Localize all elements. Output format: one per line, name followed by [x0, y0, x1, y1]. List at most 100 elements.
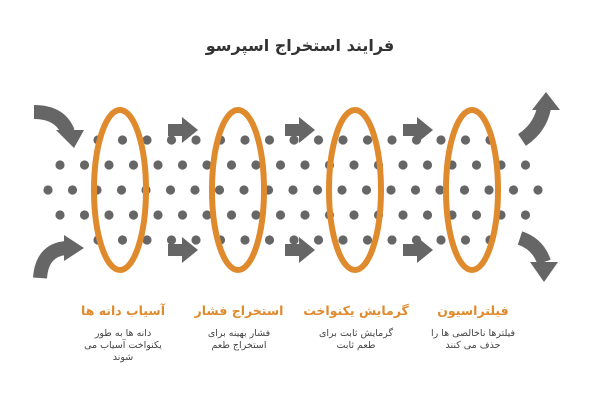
particle-dot-1-4: [153, 160, 163, 170]
particle-dot-2-0: [43, 185, 53, 195]
step-2-desc-line-1: فشار بهینه برای: [207, 328, 271, 339]
particle-dot-3-3: [128, 210, 139, 220]
particle-dot-3-0: [55, 210, 65, 220]
particle-dot-3-2: [104, 210, 114, 220]
step-1-desc-line-2: یکنواخت آسیاب می: [84, 340, 162, 351]
step-3-desc-line-1: گرمایش ثابت برای: [318, 328, 393, 339]
particle-dot-3-1: [79, 210, 90, 220]
particle-dot-2-8: [239, 185, 249, 195]
particle-dot-1-19: [520, 160, 531, 170]
curved-arrow-out-bottom-head: [530, 262, 558, 282]
particle-dot-3-5: [177, 210, 188, 220]
diagram-title: فرایند استخراج اسپرسو: [205, 36, 395, 55]
curved-arrow-in-top-head: [56, 130, 84, 148]
step-4-title: فیلتراسیون: [437, 303, 509, 318]
particle-dot-4-9: [313, 235, 324, 245]
curved-arrow-out-top-head: [532, 92, 560, 110]
particle-dot-4-15: [460, 235, 471, 245]
particle-dot-3-19: [520, 210, 531, 220]
particle-dot-1-14: [398, 160, 408, 170]
particle-dot-4-11: [362, 235, 373, 245]
step-2-title: استخراج فشار: [194, 303, 284, 318]
particle-dot-1-10: [300, 160, 310, 170]
curved-arrow-in-bottom-head: [64, 235, 84, 261]
filter-ring-1: [91, 107, 149, 273]
particle-dot-2-6: [190, 185, 200, 195]
curved-arrow-out-bottom-shaft: [517, 231, 551, 265]
particle-dot-4-6: [240, 235, 250, 245]
particle-dot-4-10: [338, 235, 348, 245]
step-4-desc-line-2: حذف می کنند: [445, 340, 501, 351]
particle-dot-4-1: [117, 235, 128, 245]
particle-dot-3-17: [471, 210, 482, 220]
particle-dot-2-5: [165, 185, 176, 195]
curved-arrow-in-top-shaft: [33, 105, 75, 136]
particle-dot-0-15: [460, 135, 471, 145]
particle-dot-1-9: [275, 160, 286, 170]
step-4-desc-line-1: فیلترها ناخالصی ها را: [430, 328, 516, 339]
step-4-description: فیلترها ناخالصی ها را حذف می کنند: [418, 328, 528, 352]
particle-dot-4-4: [191, 235, 201, 245]
particle-dot-2-16: [435, 185, 445, 195]
filter-ring-4: [443, 107, 501, 273]
particle-dot-4-8: [289, 235, 299, 245]
step-3-title: گرمایش یکنواخت: [303, 303, 409, 318]
step-1-desc-line-1: دانه ها به طور: [94, 328, 152, 339]
particle-dot-2-20: [533, 185, 543, 195]
particle-dot-2-11: [312, 185, 323, 195]
particle-dot-2-10: [288, 185, 298, 195]
particle-dot-1-15: [422, 160, 433, 170]
particle-dot-2-12: [337, 185, 347, 195]
particle-dot-2-19: [508, 185, 519, 195]
filter-ring-2: [209, 107, 267, 273]
particle-dot-3-6: [202, 210, 212, 220]
particle-dot-1-6: [202, 160, 212, 170]
particle-dot-3-15: [422, 210, 433, 220]
particle-dot-2-3: [116, 185, 127, 195]
particle-dot-1-0: [55, 160, 65, 170]
particle-dot-0-2: [142, 135, 152, 145]
step-3-description: گرمایش ثابت برای طعم ثابت: [301, 328, 411, 352]
flow-arrow-2: [168, 237, 198, 263]
step-3-desc-line-2: طعم ثابت: [336, 340, 376, 351]
particle-dot-2-18: [484, 185, 494, 195]
flow-arrow-6: [403, 237, 433, 263]
particle-dot-0-9: [313, 135, 324, 145]
particle-dot-1-12: [349, 160, 359, 170]
particle-dot-2-13: [361, 185, 372, 195]
flow-arrow-1: [168, 117, 198, 143]
particle-dot-3-4: [153, 210, 163, 220]
particle-dot-1-17: [471, 160, 482, 170]
step-1-desc-line-3: شوند: [112, 352, 134, 363]
step-1-description: دانه ها به طور یکنواخت آسیاب می شوند: [68, 328, 178, 364]
particle-dot-3-12: [349, 210, 359, 220]
particle-dot-0-1: [117, 135, 128, 145]
particle-dot-1-7: [226, 160, 237, 170]
particle-dot-1-3: [128, 160, 139, 170]
filter-ring-3: [326, 107, 384, 273]
step-1-title: آسیاب دانه ها: [81, 303, 165, 318]
particle-dot-4-7: [264, 235, 275, 245]
curved-arrow-out-top-shaft: [517, 106, 551, 146]
particle-dot-1-8: [251, 160, 261, 170]
flow-arrow-3: [285, 117, 315, 143]
particle-dot-1-2: [104, 160, 114, 170]
particle-dot-0-11: [362, 135, 373, 145]
particle-dot-1-1: [79, 160, 90, 170]
particle-dot-0-3: [166, 135, 177, 145]
particle-dot-4-3: [166, 235, 177, 245]
particle-dot-4-12: [387, 235, 397, 245]
particle-dot-2-1: [67, 185, 78, 195]
particle-dot-2-7: [214, 185, 225, 195]
particle-dot-0-14: [436, 135, 446, 145]
particle-dot-4-2: [142, 235, 152, 245]
particle-dot-3-14: [398, 210, 408, 220]
particle-dot-0-10: [338, 135, 348, 145]
step-2-description: فشار بهینه برای استخراج طعم: [184, 328, 294, 352]
flow-arrow-4: [285, 237, 315, 263]
particle-dot-2-14: [386, 185, 396, 195]
particle-dot-0-6: [240, 135, 250, 145]
particle-dot-4-14: [436, 235, 446, 245]
particle-dot-0-4: [191, 135, 201, 145]
